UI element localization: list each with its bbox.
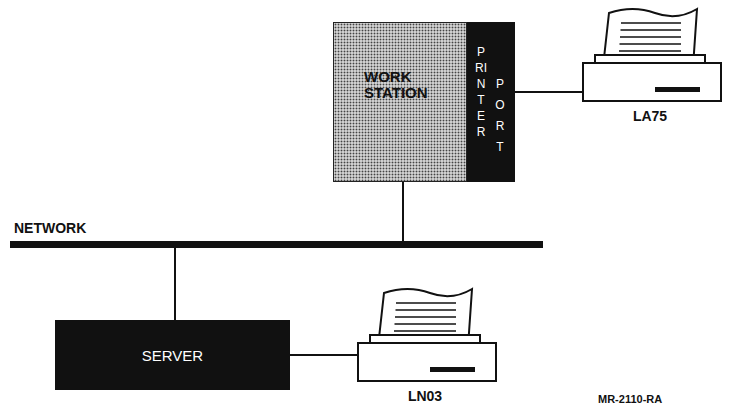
device-label: LN03 <box>345 388 505 404</box>
workstation-box: WORK STATION <box>333 22 467 182</box>
network-bus: NETWORK <box>10 220 543 250</box>
printer-illustration <box>350 285 500 385</box>
server-box: SERVER <box>55 320 290 390</box>
connector-line <box>515 92 583 93</box>
figure-number: MR-2110-RA <box>598 393 662 405</box>
printer: LA75 <box>570 5 730 129</box>
node-label: PORT <box>494 74 506 158</box>
node-label: SERVER <box>142 347 203 364</box>
node-label: WORK STATION <box>334 69 444 101</box>
printer-port: PRINTER PORT <box>467 22 515 182</box>
connector-line <box>175 248 176 320</box>
printer: LN03 <box>345 285 505 409</box>
device-label: LA75 <box>570 108 730 124</box>
printer-illustration <box>575 5 725 105</box>
connector-line <box>403 182 404 241</box>
node-label: PRINTER <box>475 44 487 140</box>
network-line <box>10 241 543 248</box>
node-label: NETWORK <box>14 220 86 236</box>
connector-line <box>290 355 358 356</box>
